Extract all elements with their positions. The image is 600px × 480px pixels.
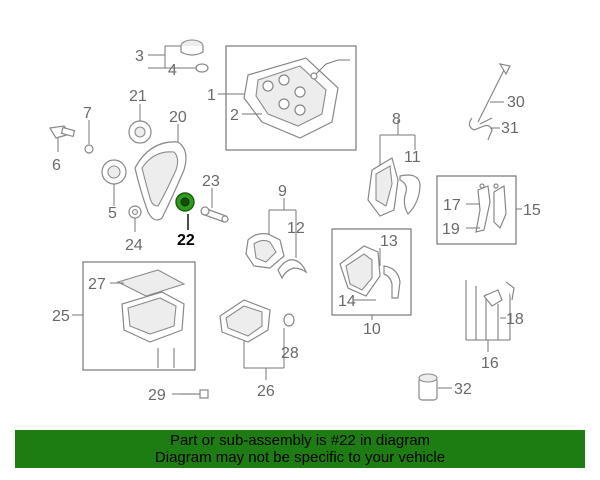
callout-25: 25	[52, 308, 70, 325]
oil-pan-baffle-drawing	[116, 269, 186, 368]
callout-7: 7	[83, 105, 92, 122]
bolt-29-drawing	[180, 389, 209, 399]
callout-17: 17	[443, 197, 461, 214]
callout-21: 21	[129, 88, 147, 105]
callout-4: 4	[168, 62, 177, 79]
callout-14: 14	[338, 293, 356, 310]
crank-sprocket-drawing	[128, 205, 142, 219]
callout-1: 1	[207, 87, 216, 104]
callout-32: 32	[454, 381, 472, 398]
callout-10: 10	[363, 321, 381, 338]
sensor-drawing	[49, 125, 94, 154]
oil-filter-drawing	[418, 373, 438, 401]
callout-23: 23	[202, 173, 220, 190]
idler-pulley-22-drawing	[175, 192, 195, 212]
callout-16: 16	[481, 355, 499, 372]
rear-timing-cover-drawing	[367, 157, 421, 217]
bracket-drawing	[475, 183, 507, 233]
callout-8: 8	[392, 111, 401, 128]
callout-5: 5	[108, 205, 117, 222]
callout-19: 19	[442, 221, 460, 238]
lower-oil-pan-drawing	[219, 299, 295, 343]
notice-line-1: Part or sub-assembly is #22 in diagram	[169, 432, 431, 449]
cam-sprocket-drawing	[128, 120, 152, 144]
callout-3: 3	[135, 48, 144, 65]
callout-18: 18	[506, 311, 524, 328]
callout-9: 9	[278, 183, 287, 200]
callout-30: 30	[507, 94, 525, 111]
callout-26: 26	[257, 383, 275, 400]
callout-29: 29	[148, 387, 166, 404]
parts-diagram: 1 2 3 4 6 7 21 20 5 24	[49, 39, 541, 404]
callout-31: 31	[501, 120, 519, 137]
callout-22: 22	[177, 232, 195, 249]
cylinder-head-cover-drawing	[243, 57, 350, 139]
timing-cover-drawing	[245, 233, 308, 280]
callout-15: 15	[523, 202, 541, 219]
dipstick-drawing	[468, 63, 511, 141]
notice-banner: Part or sub-assembly is #22 in diagram D…	[15, 430, 585, 468]
cylinder-head-box	[225, 45, 357, 151]
callout-28: 28	[281, 345, 299, 362]
callout-24: 24	[125, 237, 143, 254]
timing-belt-drawing	[134, 141, 187, 221]
oil-cap-drawing	[180, 39, 209, 73]
callout-13: 13	[380, 233, 398, 250]
oil-pump-drawing	[339, 245, 401, 299]
callout-20: 20	[169, 109, 187, 126]
callout-2: 2	[230, 107, 239, 124]
box-15	[436, 175, 517, 245]
callout-11: 11	[404, 149, 421, 166]
bolt-set-drawing	[465, 280, 515, 340]
callout-27: 27	[88, 276, 106, 293]
callout-6: 6	[52, 157, 61, 174]
callout-12: 12	[287, 220, 305, 237]
crank-pulley-drawing	[101, 159, 127, 185]
notice-line-2: Diagram may not be specific to your vehi…	[154, 449, 446, 466]
oil-pan-box	[82, 261, 196, 371]
tensioner-drawing	[200, 206, 229, 223]
